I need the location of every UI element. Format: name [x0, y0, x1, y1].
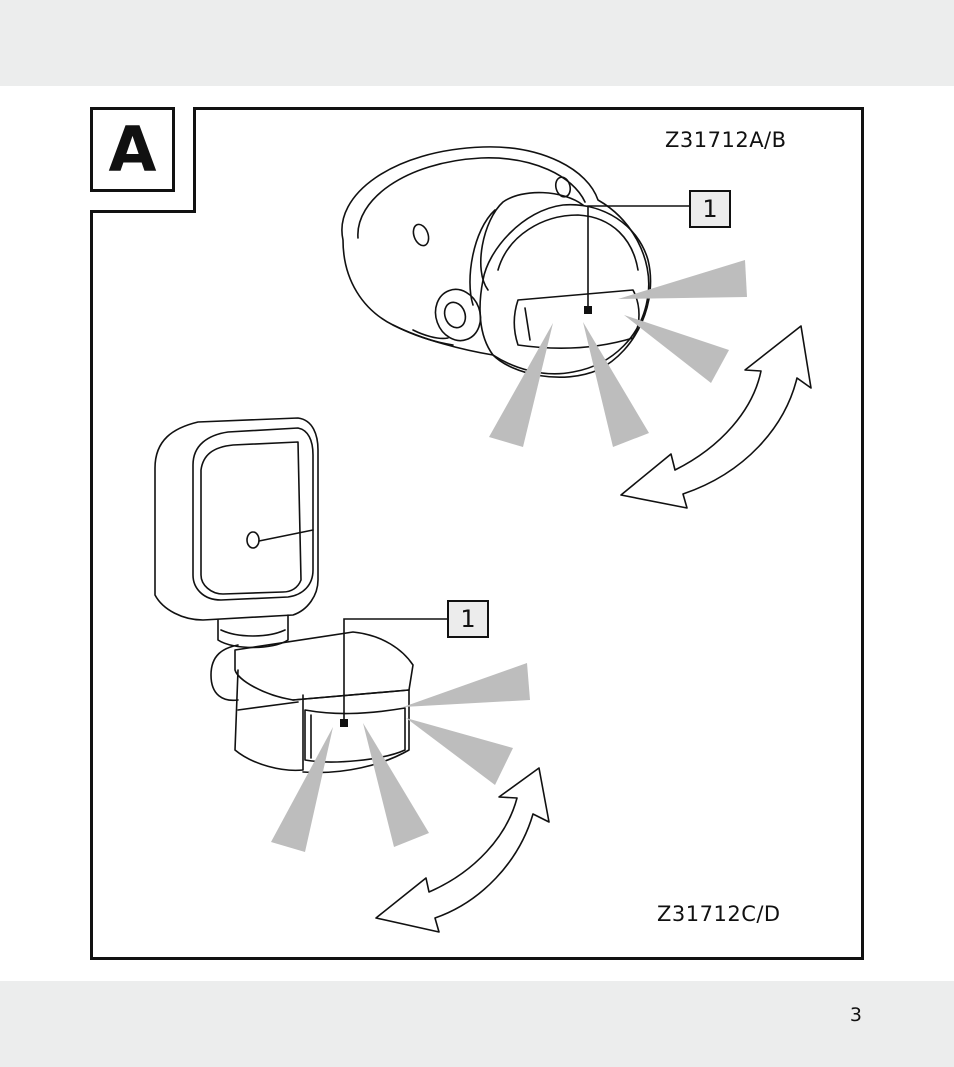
beam-bottom-1 — [403, 663, 530, 707]
figure-letter: A — [90, 107, 175, 192]
beam-bottom-2 — [406, 718, 513, 785]
square-sensor-top — [235, 632, 413, 700]
beam-top-4 — [489, 323, 553, 447]
figure-a: A Z31712A/B Z31712C/D 1 1 — [90, 107, 864, 960]
lamp-neck — [218, 615, 288, 648]
leader-dot-bottom — [340, 719, 348, 727]
bottom-margin-band — [0, 981, 954, 1067]
square-sensor-side — [235, 670, 303, 770]
square-sensor-pivot — [211, 645, 238, 700]
beam-bottom-3 — [363, 723, 429, 847]
dome-sensor-drawing — [342, 147, 651, 377]
leader-line-bottom — [344, 619, 447, 723]
beam-top-2 — [624, 315, 729, 383]
top-margin-band — [0, 0, 954, 86]
model-label-top: Z31712A/B — [665, 128, 787, 152]
page-number: 3 — [850, 1004, 862, 1026]
dome-housing-rim — [358, 158, 585, 238]
figure-letter-frame: A — [90, 107, 196, 213]
beam-top-3 — [583, 322, 649, 447]
leader-dot-top — [584, 306, 592, 314]
square-sensor-drawing — [155, 418, 413, 773]
detection-beams — [271, 260, 747, 852]
dome-screw-hole-left — [411, 222, 432, 247]
model-label-bottom: Z31712C/D — [657, 902, 781, 926]
beam-bottom-4 — [271, 727, 333, 852]
callout-label-bottom: 1 — [447, 600, 489, 638]
lamp-indicator-hole — [247, 532, 259, 548]
dome-housing-outline — [342, 147, 649, 374]
callout-label-top: 1 — [689, 190, 731, 228]
sensor-illustration — [93, 110, 861, 957]
lamp-front-frame — [193, 428, 313, 600]
